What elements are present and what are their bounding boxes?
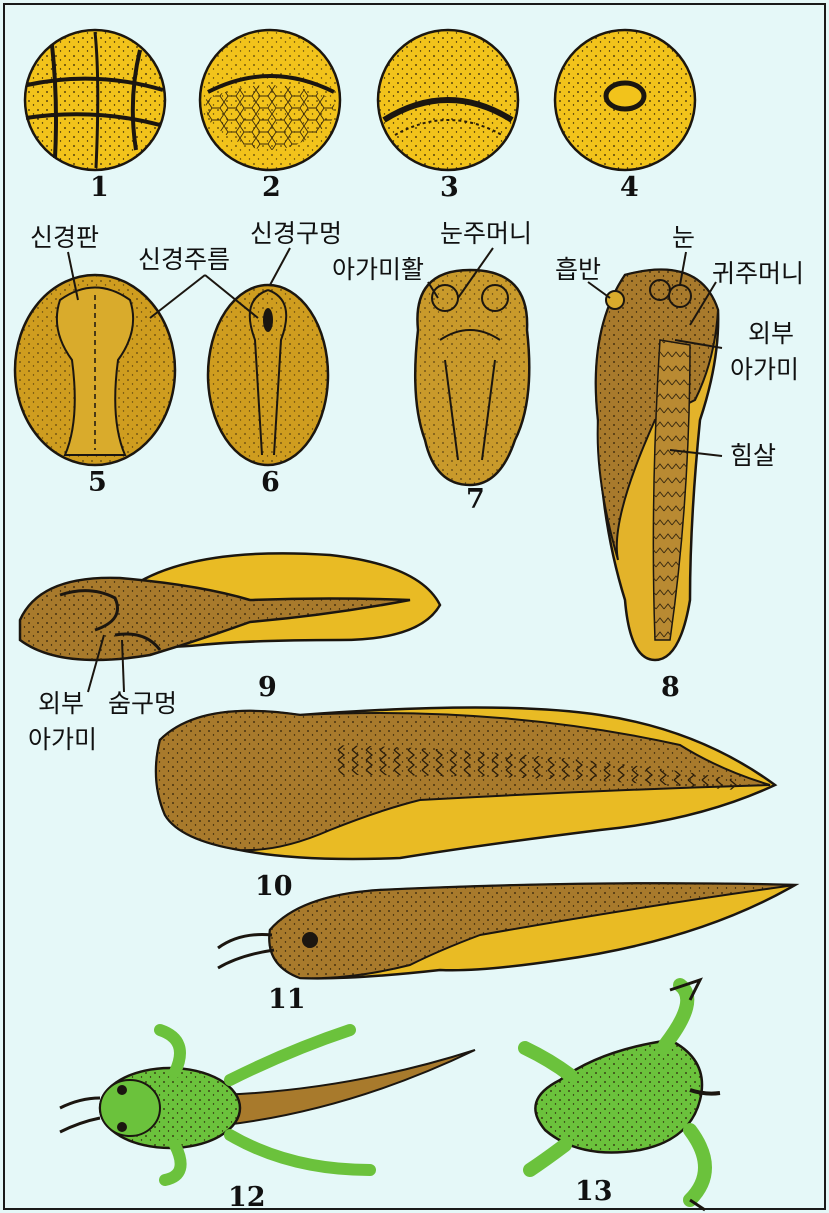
label-eye-pouch: 눈주머니 xyxy=(440,219,532,248)
figure-number-1: 1 xyxy=(90,172,109,203)
label-external-gill-9-line2: 아가미 xyxy=(28,725,97,754)
embryo-stage-6 xyxy=(208,285,328,465)
figure-number-10: 10 xyxy=(255,871,293,902)
label-neural-pore: 신경구멍 xyxy=(250,219,342,248)
label-breathing-hole: 숨구멍 xyxy=(108,689,177,718)
label-external-gill-8-line1: 외부 xyxy=(748,319,794,348)
egg-stage-3 xyxy=(378,30,518,170)
label-ear-pouch: 귀주머니 xyxy=(712,259,804,288)
figure-number-11: 11 xyxy=(268,984,306,1015)
embryo-stage-5 xyxy=(15,275,175,465)
label-muscle: 힘살 xyxy=(730,441,776,470)
label-gill-arch: 아가미활 xyxy=(332,255,424,284)
figure-number-13: 13 xyxy=(575,1176,613,1207)
label-external-gill-9-line1: 외부 xyxy=(38,689,84,718)
egg-stage-4 xyxy=(555,30,695,170)
figure-number-7: 7 xyxy=(466,484,485,515)
figure-number-12: 12 xyxy=(228,1182,266,1213)
figure-number-8: 8 xyxy=(661,672,680,703)
egg-stage-1 xyxy=(25,30,165,170)
figure-number-3: 3 xyxy=(440,172,459,203)
label-neural-plate: 신경판 xyxy=(30,223,99,252)
figure-number-4: 4 xyxy=(620,172,639,203)
egg-stage-2 xyxy=(200,30,340,170)
figure-number-5: 5 xyxy=(88,467,107,498)
figure-number-9: 9 xyxy=(258,672,277,703)
label-sucker: 흡반 xyxy=(555,255,601,284)
label-external-gill-8-line2: 아가미 xyxy=(730,355,799,384)
label-eye: 눈 xyxy=(672,223,695,252)
figure-number-6: 6 xyxy=(261,467,280,498)
figure-number-2: 2 xyxy=(262,172,281,203)
label-neural-fold: 신경주름 xyxy=(138,245,230,274)
